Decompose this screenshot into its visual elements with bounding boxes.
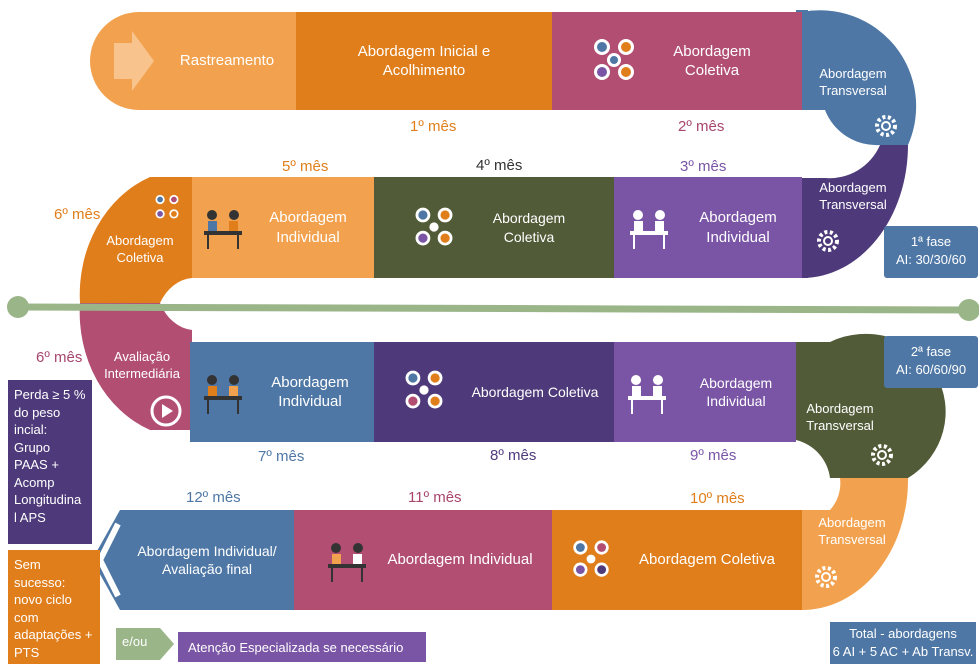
fase1-line1: 1ª fase [910,234,952,249]
total-box: Total - abordagens 6 AI + 5 AC + Ab Tran… [830,622,976,664]
month-10: 10º mês [690,490,745,507]
transversal-label-1: Abordagem Transversal [819,65,887,98]
month-5: 5º mês [282,158,329,175]
group-icon [415,207,453,246]
track-line [17,303,971,314]
atencao-text: Atenção Especializada se necessário [188,640,404,655]
meeting-icon [328,543,366,582]
step-rastreamento: Rastreamento [90,12,296,110]
chevron-connector [92,510,126,610]
month-6-left: 6º mês [54,206,101,223]
eou-label: e/ou [122,634,148,649]
month-7: 7º mês [258,448,305,465]
step-transversal-2-upper: Abordagem Transversal [800,398,880,438]
eou-arrow [116,628,174,660]
sem-sucesso-note: Sem sucesso: novo ciclo com adaptações +… [8,550,100,664]
step-abordagem-individual-5: Abordagem Individual [192,177,374,278]
step-abordagem-individual-7: Abordagem Individual [190,342,374,442]
step-abordagem-individual-11: Abordagem Individual [294,510,552,610]
play-icon [150,395,182,427]
step-abordagem-coletiva-2: Abordagem Coletiva [552,12,802,110]
step-abordagem-inicial: Abordagem Inicial e Acolhimento [296,12,552,110]
transversal-label-4: Abordagem Transversal [818,515,886,547]
fase2-badge: 2ª fase AI: 60/60/90 [884,336,978,388]
step-abordagem-individual-11-label: Abordagem Individual [387,551,533,569]
step-abordagem-individual-7-label: Abordagem Individual [271,373,349,411]
month-6-pink: 6º mês [36,349,83,366]
month-2: 2º mês [678,118,725,135]
step-abordagem-coletiva-4: Abordagem Coletiva [374,177,614,278]
group-icon [594,39,634,80]
step-avaliacao-intermediaria: Avaliação Intermediária [100,344,184,388]
step-abordagem-inicial-label: Abordagem Inicial e Acolhimento [357,42,491,80]
step-transversal-1-lower: Abordagem Transversal [808,174,898,219]
step-abordagem-individual-9-label: Abordagem Individual [699,374,773,409]
month-1: 1º mês [410,118,457,135]
step-abordagem-individual-3: Abordagem Individual [614,177,802,278]
gear-icon [875,115,897,137]
arrow-right-icon [114,31,154,91]
month-3: 3º mês [680,158,727,175]
gear-icon [871,444,893,466]
meeting-icon [630,210,668,249]
turn-left-upper [79,177,192,303]
step-abordagem-individual-3-label: Abordagem Individual [699,209,777,246]
step-avaliacao-label: Avaliação Intermediária [104,349,180,381]
track-start-dot [7,296,29,318]
step-transversal-1-upper: Abordagem Transversal [808,60,898,105]
step-abordagem-coletiva-8-label: Abordagem Coletiva [471,383,599,400]
sem-sucesso-text: Sem sucesso: novo ciclo com adaptações +… [14,557,93,660]
step-abordagem-individual-5-label: Abordagem Individual [269,209,347,246]
meeting-icon [204,375,242,414]
track-end-dot [958,299,979,321]
fase2-line1: 2ª fase [910,344,952,359]
atencao-box: Atenção Especializada se necessário [178,632,426,662]
step-left-coletiva: Abordagem Coletiva [100,230,180,270]
fase2-line2: AI: 60/60/90 [895,361,967,377]
total-line2: 6 AI + 5 AC + Ab Transv. [832,643,974,659]
step-rastreamento-label: Rastreamento [179,52,275,70]
step-transversal-3: Abordagem Transversal [808,510,896,554]
step-abordagem-coletiva-10-label: Abordagem Coletiva [639,551,775,569]
total-line1: Total - abordagens [849,626,957,641]
meeting-icon [204,210,242,249]
transversal-label-2: Abordagem Transversal [819,179,887,212]
step-abordagem-coletiva-8: Abordagem Coletiva [374,342,614,442]
group-icon [405,370,443,409]
meeting-icon [628,375,666,414]
month-8: 8º mês [490,447,537,464]
perda-note-text: Perda ≥ 5 % do peso incial: Grupo PAAS +… [14,387,86,525]
perda-note: Perda ≥ 5 % do peso incial: Grupo PAAS +… [8,380,92,544]
fase1-badge: 1ª fase AI: 30/30/60 [884,226,978,278]
gear-icon [815,566,837,588]
month-11: 11º mês [408,489,462,506]
fase1-line2: AI: 30/30/60 [895,251,967,267]
month-4: 4º mês [476,157,523,174]
gear-icon [817,230,839,252]
month-12: 12º mês [186,489,241,506]
month-9: 9º mês [690,447,737,464]
transversal-label-3: Abordagem Transversal [806,401,874,433]
step-abordagem-coletiva-2-label: Abordagem Coletiva [673,42,751,80]
step-abordagem-coletiva-4-label: Abordagem Coletiva [492,210,566,245]
group-icon [573,540,609,577]
step-abordagem-final-label: Abordagem Individual/ Avaliação final [137,542,277,577]
turn-right-lower [800,478,909,611]
step-abordagem-final: Abordagem Individual/ Avaliação final [120,510,294,610]
group-icon [155,194,179,219]
step-abordagem-individual-9: Abordagem Individual [614,342,796,442]
step-abordagem-coletiva-10: Abordagem Coletiva [552,510,802,610]
step-left-coletiva-label: Abordagem Coletiva [106,233,174,265]
